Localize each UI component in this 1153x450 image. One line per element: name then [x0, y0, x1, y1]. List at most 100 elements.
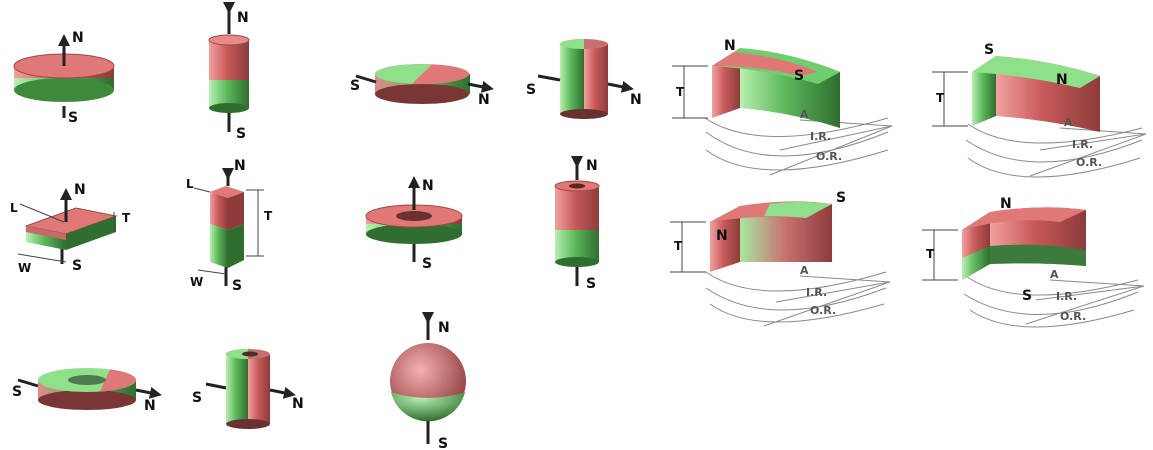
tube-bottom [555, 257, 599, 267]
arc-dimension-line [967, 157, 1141, 178]
arc-angle-label: A [1050, 268, 1059, 281]
arc-dimension-line [705, 131, 889, 157]
arc-dimension-line [704, 117, 889, 137]
outer-radius-label: O.R. [1076, 156, 1102, 169]
south-label: S [236, 126, 246, 142]
south-label: S [68, 110, 78, 126]
ring-hole [396, 211, 432, 221]
south-label: S [984, 42, 994, 58]
block-side-north [228, 192, 244, 230]
arc-side-face [972, 56, 996, 126]
arc-top-face-south [972, 56, 1100, 88]
arc-angle-label: A [1064, 116, 1073, 129]
north-label: N [586, 158, 598, 174]
north-arrow [269, 386, 296, 399]
block-magnet-thickness: N S L W T [10, 182, 131, 275]
length-label: L [10, 201, 18, 215]
arc-dimension-line [705, 287, 887, 311]
outer-radius-label: O.R. [810, 304, 836, 317]
north-label: N [716, 228, 728, 244]
south-label: S [350, 78, 360, 94]
south-label: S [1022, 288, 1032, 304]
radius-line [775, 281, 891, 303]
north-label: N [724, 38, 736, 54]
cylinder-axial-magnet: N S [208, 2, 250, 142]
cylinder-north-half [209, 40, 249, 80]
arc-front-face-south [990, 244, 1086, 266]
disc-axial-magnet: N S [13, 30, 115, 126]
block-front-north [210, 192, 228, 230]
south-label: S [232, 278, 242, 294]
cylinder-top-face-south [560, 39, 584, 49]
block-magnet-length: T L W N S [186, 158, 273, 294]
length-dimension-line [19, 203, 65, 223]
disc-bottom [14, 78, 114, 102]
block-front-face-north [26, 226, 66, 240]
sphere-axial-magnet: N S [390, 312, 466, 450]
south-axis-line [537, 74, 561, 82]
tube-hole [569, 183, 585, 189]
radius-line [1025, 285, 1145, 325]
arc-dimension-line [709, 303, 885, 323]
ring-bottom [38, 390, 136, 410]
inner-radius-label: I.R. [1072, 138, 1093, 151]
radius-line [779, 125, 893, 151]
arc-segment-radial-magnet-1: T N S A I.R. O.R. [672, 38, 893, 176]
south-label: S [422, 256, 432, 272]
south-label: S [12, 384, 22, 400]
ring-top-face-north [100, 369, 137, 392]
tube-south-half [226, 354, 248, 424]
arc-dimension-line [965, 275, 1139, 296]
inner-radius-label: I.R. [1056, 290, 1077, 303]
disc-bottom [375, 84, 469, 104]
north-label: N [478, 92, 490, 108]
south-label: S [586, 276, 596, 292]
cylinder-north-half [584, 44, 608, 114]
tube-axial-magnet: N S [554, 156, 600, 292]
north-label: N [72, 30, 84, 46]
south-label: S [836, 190, 846, 206]
block-front-south [210, 224, 228, 268]
sphere-south-hemisphere [391, 392, 465, 422]
width-label: W [18, 261, 31, 275]
ring-diametral-magnet: S N [12, 368, 162, 414]
arc-dimension-line [705, 149, 889, 171]
north-label: N [144, 398, 156, 414]
cylinder-bottom [209, 103, 249, 113]
tube-north-half [555, 186, 599, 230]
south-axis-line [17, 378, 39, 388]
radius-line [1029, 133, 1147, 177]
radius-line [1035, 285, 1145, 301]
north-label: N [237, 10, 249, 26]
outer-radius-label: O.R. [816, 150, 842, 163]
arc-dimension-line [963, 291, 1139, 315]
radius-line [1049, 279, 1145, 287]
inner-radius-label: I.R. [810, 130, 831, 143]
arc-side-face [710, 206, 740, 272]
tube-diametral-magnet: S N [192, 349, 304, 429]
disc-diametral-magnet: S N [350, 64, 494, 108]
south-label: S [192, 390, 202, 406]
tube-bottom [226, 419, 270, 429]
radius-line [763, 281, 891, 327]
arc-dimension-line [969, 309, 1135, 328]
block-side-south [228, 224, 244, 268]
radius-line [1059, 127, 1147, 135]
north-arrow [135, 386, 162, 399]
arc-segment-tangential-magnet: T N S A I.R. O.R. [670, 190, 891, 327]
block-top-face [210, 186, 244, 198]
radius-line [799, 275, 891, 283]
cylinder-south-half [560, 44, 584, 114]
north-label: N [438, 320, 450, 336]
thickness-label: T [122, 211, 131, 225]
width-label: W [190, 275, 203, 289]
north-label: N [292, 396, 304, 412]
thickness-label: T [936, 91, 945, 105]
radius-line [1039, 133, 1147, 151]
length-label: L [186, 177, 194, 191]
ring-axial-magnet: N S [365, 176, 463, 272]
arc-segment-radial-magnet-2: T S N A I.R. O.R. [932, 42, 1147, 178]
north-arrow [607, 80, 634, 93]
ring-bottom [366, 224, 462, 244]
